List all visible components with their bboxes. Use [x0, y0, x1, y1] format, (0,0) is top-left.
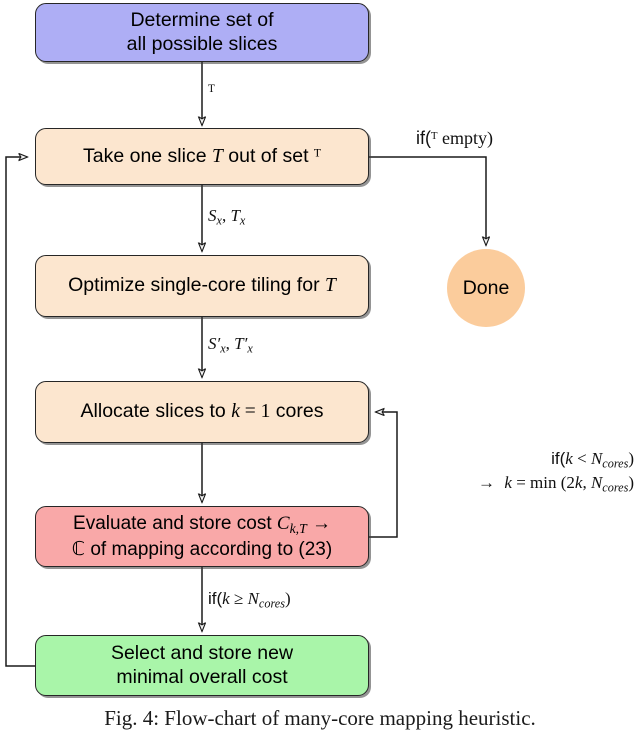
k-update-N-sub: cores — [602, 480, 629, 495]
if-geq-N-sub: cores — [258, 596, 285, 611]
select-min-cost-line2: minimal overall cost — [116, 665, 288, 688]
if-empty-pre: if( — [416, 128, 431, 148]
take-slice-set-symbol: ᵀ — [313, 145, 321, 167]
done-terminator[interactable]: Done — [447, 249, 525, 327]
evaluate-cost-line2: ℂ of mapping according to (23) — [44, 538, 360, 561]
if-empty-post: empty) — [437, 128, 494, 148]
allocate-eq-one: = 1 — [239, 401, 271, 423]
allocate-text-pre: Allocate slices to — [80, 400, 232, 423]
if-empty-set-symbol: ᵀ — [431, 128, 438, 148]
edge-label-T-sub: x — [239, 213, 246, 228]
take-slice-text-pre: Take one slice — [83, 144, 212, 167]
if-less-N-sub: cores — [602, 456, 629, 471]
edge-label-sx-tx-prime: S′x, T′x — [208, 334, 253, 356]
edge-label-set-symbol: ᵀ — [208, 81, 215, 102]
edge-label-T-prime: T′ — [234, 334, 248, 353]
k-update-k2: k — [574, 472, 583, 492]
optimize-tiling-node[interactable]: Optimize single-core tiling for T — [35, 255, 369, 317]
edge-label-S: S — [208, 206, 217, 225]
allocate-slices-node[interactable]: Allocate slices to k = 1 cores — [35, 381, 369, 443]
if-geq-post: ) — [284, 589, 291, 608]
evaluate-var-C-subscript: k,T — [289, 520, 307, 536]
k-update-arrow: → — [477, 472, 495, 492]
edge-label-set-T: ᵀ — [208, 79, 215, 105]
edge-label-S-prime: S′ — [208, 334, 221, 353]
edge-label-T-prime-sub: x — [247, 341, 253, 356]
evaluate-cost-line1: Evaluate and store cost Ck,T → — [44, 512, 360, 538]
loop-condition-line2: → k = min (2k, Ncores) — [416, 472, 634, 496]
edge-label-T: T — [230, 206, 240, 225]
if-geq-pre: if( — [208, 589, 223, 608]
evaluate-line1-pre: Evaluate and store cost — [73, 513, 277, 535]
optimize-text-pre: Optimize single-core tiling for — [68, 274, 325, 297]
if-less-rel: < — [572, 449, 591, 468]
allocate-text-post: cores — [270, 400, 324, 423]
evaluate-cost-node[interactable]: Evaluate and store cost Ck,T → ℂ of mapp… — [35, 506, 369, 567]
edge-take-to-done — [369, 156, 486, 245]
if-geq-var-N: N — [247, 589, 259, 608]
edge-label-if-geq: if(k ≥ Ncores) — [208, 588, 291, 612]
evaluate-line2-text: of mapping according to (23) — [85, 538, 333, 560]
edge-label-sx-tx: Sx, Tx — [208, 206, 246, 228]
edge-label-S-prime-sub: x — [220, 341, 226, 356]
if-geq-rel: ≥ — [229, 589, 248, 608]
k-update-var-N: N — [590, 472, 603, 492]
done-label: Done — [462, 276, 510, 299]
take-slice-text-mid: out of set — [222, 144, 314, 167]
k-update-comma: , — [582, 472, 591, 492]
evaluate-var-C: C — [276, 513, 290, 535]
determine-set-node[interactable]: Determine set of all possible slices — [35, 3, 369, 62]
k-update-eq: = min (2 — [511, 472, 575, 492]
select-min-cost-node[interactable]: Select and store new minimal overall cos… — [35, 635, 369, 696]
loop-condition-line1: if(k < Ncores) — [416, 448, 634, 472]
figure-caption: Fig. 4: Flow-chart of many-core mapping … — [104, 706, 536, 730]
allocate-var-k: k — [231, 401, 240, 423]
edge-label-S-sub: x — [216, 213, 222, 228]
take-slice-node[interactable]: Take one slice T out of set ᵀ — [35, 128, 369, 185]
determine-set-line2: all possible slices — [126, 32, 278, 55]
if-less-post: ) — [628, 449, 634, 468]
edge-label-if-empty: if(ᵀ empty) — [416, 126, 493, 150]
if-less-pre: if( — [551, 449, 566, 468]
edge-label-loop-condition: if(k < Ncores) → k = min (2k, Ncores) — [416, 448, 634, 496]
edge-evaluate-to-allocate-loop — [369, 412, 398, 538]
evaluate-set-symbol: ℂ — [71, 538, 86, 560]
evaluate-line1-arrow: → — [306, 513, 331, 535]
if-geq-var-k: k — [222, 589, 230, 608]
if-less-var-k: k — [565, 449, 573, 468]
take-slice-var-T: T — [212, 145, 223, 167]
if-less-var-N: N — [590, 449, 603, 468]
optimize-var-T: T — [324, 275, 336, 297]
determine-set-line1: Determine set of — [130, 8, 274, 31]
select-min-cost-line1: Select and store new — [110, 641, 294, 664]
k-update-close: ) — [628, 472, 634, 492]
edge-select-to-take-loop — [5, 157, 35, 667]
k-update-lhs: k — [504, 472, 512, 492]
